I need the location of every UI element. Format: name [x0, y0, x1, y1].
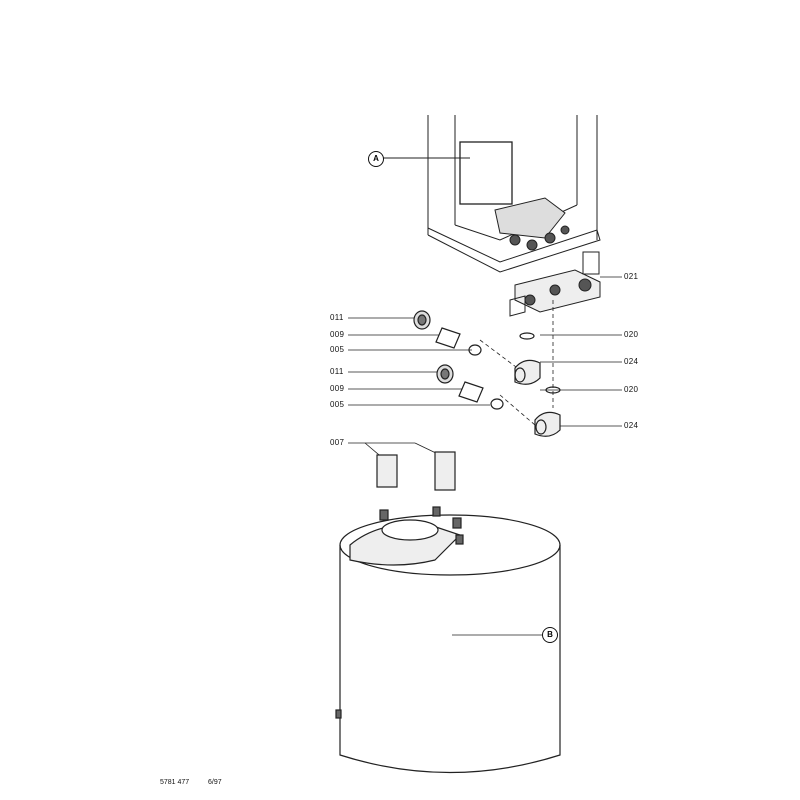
callout-b: B: [542, 627, 558, 643]
document-date: 6/97: [208, 779, 222, 786]
part-label-021: 021: [624, 272, 639, 281]
valve-manifold: [509, 251, 601, 317]
part-label-011: 011: [330, 313, 344, 322]
part-label-005: 005: [330, 400, 345, 409]
part-label-024: 024: [624, 421, 639, 430]
leader-lines: [348, 276, 622, 636]
storage-tank: [335, 506, 561, 774]
boiler-unit: [427, 115, 601, 273]
callout-a: A: [368, 151, 384, 167]
part-label-011: 011: [330, 367, 344, 376]
part-label-005: 005: [330, 345, 345, 354]
part-label-024: 024: [624, 357, 639, 366]
part-label-009: 009: [330, 384, 345, 393]
part-label-020: 020: [624, 385, 639, 394]
part-label-007: 007: [330, 438, 345, 447]
part-label-020: 020: [624, 330, 639, 339]
part-label-009: 009: [330, 330, 345, 339]
fittings: [376, 310, 561, 491]
document-number: 5781 477: [160, 779, 190, 786]
